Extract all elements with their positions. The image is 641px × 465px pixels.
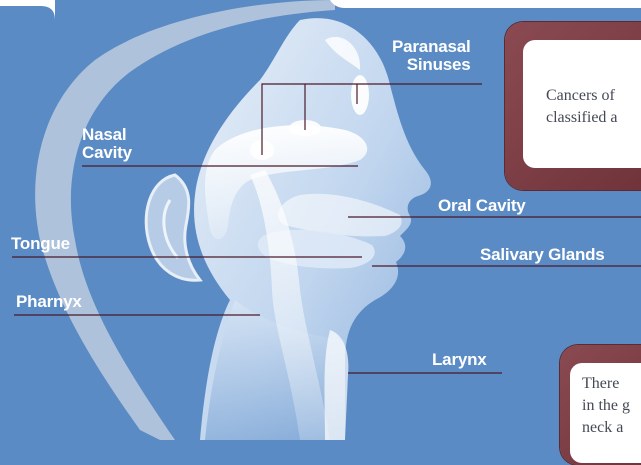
info-box-bottom-line3: neck a bbox=[582, 417, 630, 439]
info-box-bottom-line2: in the g bbox=[582, 395, 630, 417]
info-box-bottom: There in the g neck a bbox=[560, 345, 641, 465]
label-nasal-cavity-line2: Cavity bbox=[82, 144, 132, 162]
info-box-top-line1: Cancers of bbox=[546, 85, 618, 107]
label-oral-cavity: Oral Cavity bbox=[438, 197, 526, 215]
larynx-shape bbox=[324, 330, 348, 440]
label-tongue: Tongue bbox=[11, 235, 70, 253]
info-box-top-inner: Cancers of classified a bbox=[523, 40, 641, 168]
info-box-top-line2: classified a bbox=[546, 107, 618, 129]
info-box-bottom-line1: There bbox=[582, 373, 630, 395]
info-box-bottom-text: There in the g neck a bbox=[582, 373, 630, 439]
label-salivary-glands: Salivary Glands bbox=[480, 246, 605, 264]
label-nasal-cavity: Nasal Cavity bbox=[82, 126, 132, 162]
label-nasal-cavity-line1: Nasal bbox=[82, 126, 132, 144]
top-tab-right bbox=[330, 0, 641, 8]
label-paranasal-sinuses-line2: Sinuses bbox=[392, 56, 471, 74]
label-larynx: Larynx bbox=[432, 351, 487, 369]
label-pharynx: Pharnyx bbox=[16, 293, 82, 311]
label-paranasal-sinuses: Paranasal Sinuses bbox=[392, 38, 471, 74]
top-tab-left bbox=[0, 0, 55, 20]
info-box-top: Cancers of classified a bbox=[505, 22, 641, 190]
info-box-top-text: Cancers of classified a bbox=[546, 85, 618, 129]
ear-shape bbox=[146, 175, 200, 280]
label-paranasal-sinuses-line1: Paranasal bbox=[392, 38, 471, 56]
info-box-bottom-inner: There in the g neck a bbox=[570, 363, 641, 463]
frontal-sinus bbox=[351, 75, 369, 115]
